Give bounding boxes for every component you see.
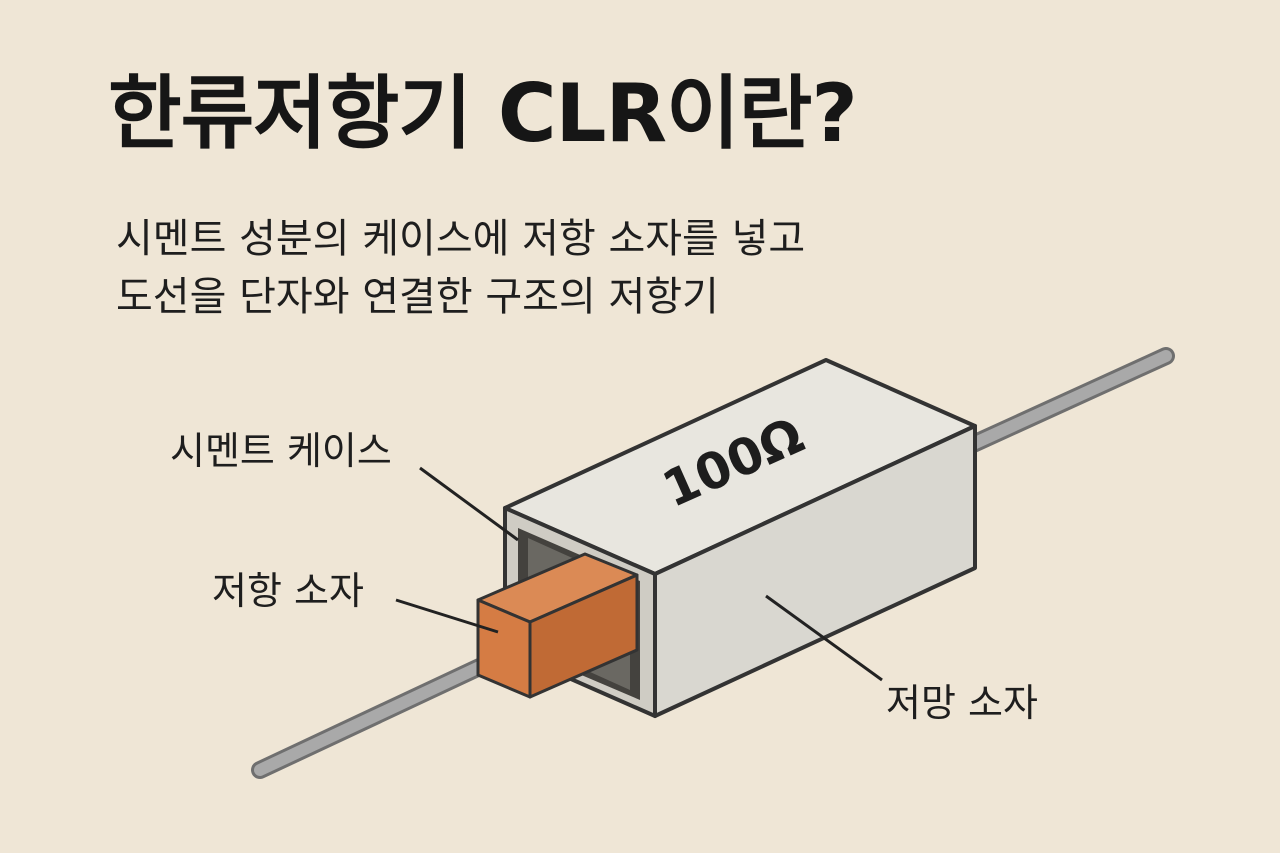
resistor-element <box>476 552 639 699</box>
leader-line-case <box>419 466 519 542</box>
description-line-2: 도선을 단자와 연결한 구조의 저항기 <box>116 274 719 320</box>
label-resistor-element: 저항 소자 <box>212 569 364 613</box>
right-lead-wire <box>951 347 1175 459</box>
label-resistor-element-bottom: 저망 소자 <box>886 681 1038 725</box>
leader-line-element <box>395 598 499 634</box>
description: 시멘트 성분의 케이스에 저항 소자를 넣고 도선을 단자와 연결한 구조의 저… <box>116 210 805 326</box>
label-cement-case: 시멘트 케이스 <box>170 429 392 473</box>
page-title: 한류저항기 CLR이란? <box>108 67 858 160</box>
leader-line-bottom <box>765 594 883 682</box>
description-line-1: 시멘트 성분의 케이스에 저항 소자를 넣고 <box>116 216 806 262</box>
